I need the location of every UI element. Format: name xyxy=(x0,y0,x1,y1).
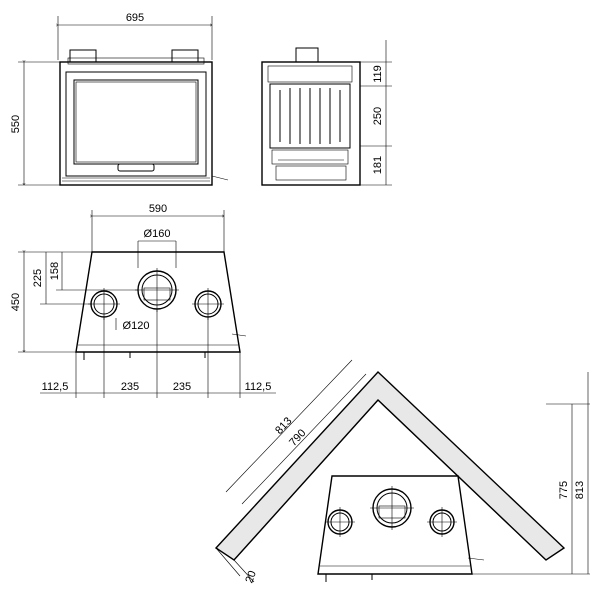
corner-dim-20: 20 xyxy=(243,569,258,585)
top-width-label: 590 xyxy=(149,203,167,215)
side-view: 119 250 181 xyxy=(261,40,392,186)
corner-dim-790: 790 xyxy=(287,427,308,449)
side-dim-119: 119 xyxy=(372,65,384,83)
top-view: 590 Ø160 Ø120 xyxy=(10,203,276,398)
side-dim-181: 181 xyxy=(372,156,384,174)
corner-dim-813-vert: 813 xyxy=(574,481,586,499)
bottom-dim-4: 112,5 xyxy=(245,381,272,393)
front-view: 695 550 xyxy=(10,12,229,186)
center-outlet-label: Ø160 xyxy=(144,228,171,240)
bottom-dim-3: 235 xyxy=(173,381,191,393)
top-dim-158: 158 xyxy=(49,262,61,280)
side-dim-250: 250 xyxy=(372,107,384,125)
front-width-label: 695 xyxy=(126,12,144,24)
corner-dim-775: 775 xyxy=(558,481,570,499)
corner-dim-813-diag: 813 xyxy=(273,415,294,437)
front-height-label: 550 xyxy=(10,115,22,133)
bottom-dim-2: 235 xyxy=(121,381,139,393)
top-dim-225: 225 xyxy=(32,269,44,287)
corner-view: 813 790 775 813 20 xyxy=(214,359,590,585)
top-depth-label: 450 xyxy=(10,293,22,311)
bottom-dim-1: 112,5 xyxy=(42,381,69,393)
side-outlet-label: Ø120 xyxy=(123,320,150,332)
